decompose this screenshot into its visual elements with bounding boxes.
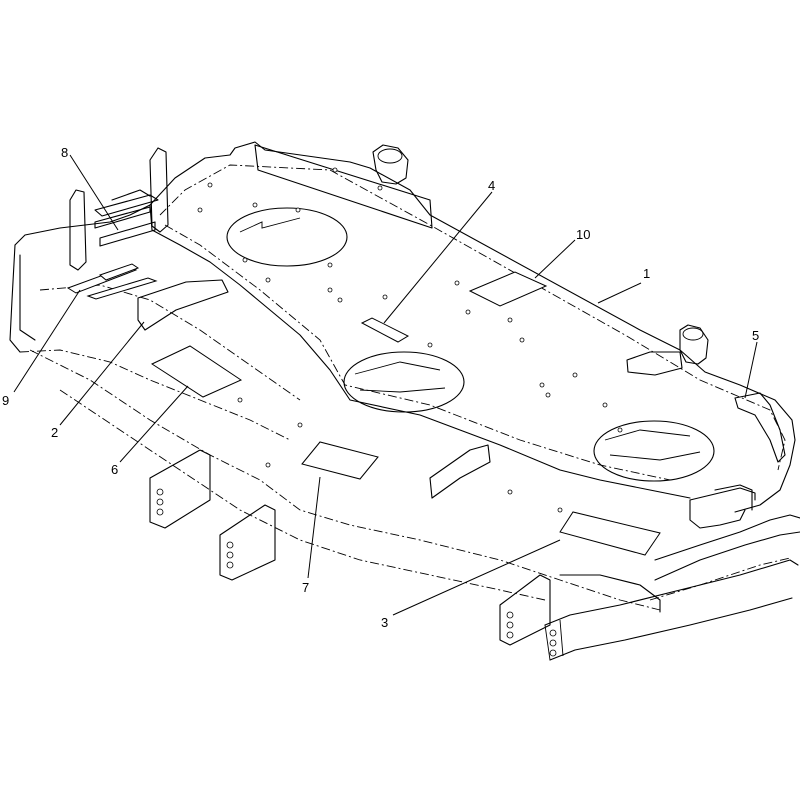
callout-5: 5 (752, 328, 759, 343)
blade-opening-right (593, 420, 715, 482)
decal-4 (360, 317, 410, 343)
decal-2 (86, 277, 158, 300)
rear-brackets (69, 147, 229, 331)
callout-7: 7 (302, 580, 309, 595)
callout-10: 10 (576, 227, 590, 242)
callout-6: 6 (111, 462, 118, 477)
deck-bolt-holes (197, 167, 623, 513)
blade-opening-center (343, 351, 465, 413)
decal-9 (66, 263, 140, 294)
decal-3 (559, 511, 661, 556)
front-bumper (544, 559, 799, 661)
callout-2: 2 (51, 425, 58, 440)
callout-9: 9 (2, 393, 9, 408)
deck-skirt (29, 349, 800, 613)
decal-10 (468, 271, 548, 307)
callout-8: 8 (61, 145, 68, 160)
blade-opening-left (226, 207, 348, 267)
height-adjust-arms (149, 449, 557, 657)
callout-3: 3 (381, 615, 388, 630)
decal-7 (301, 441, 379, 480)
decal-6 (150, 345, 243, 398)
callout-1: 1 (643, 266, 650, 281)
callout-4: 4 (488, 178, 495, 193)
right-hardware (254, 144, 786, 501)
leader-lines (13, 154, 758, 616)
